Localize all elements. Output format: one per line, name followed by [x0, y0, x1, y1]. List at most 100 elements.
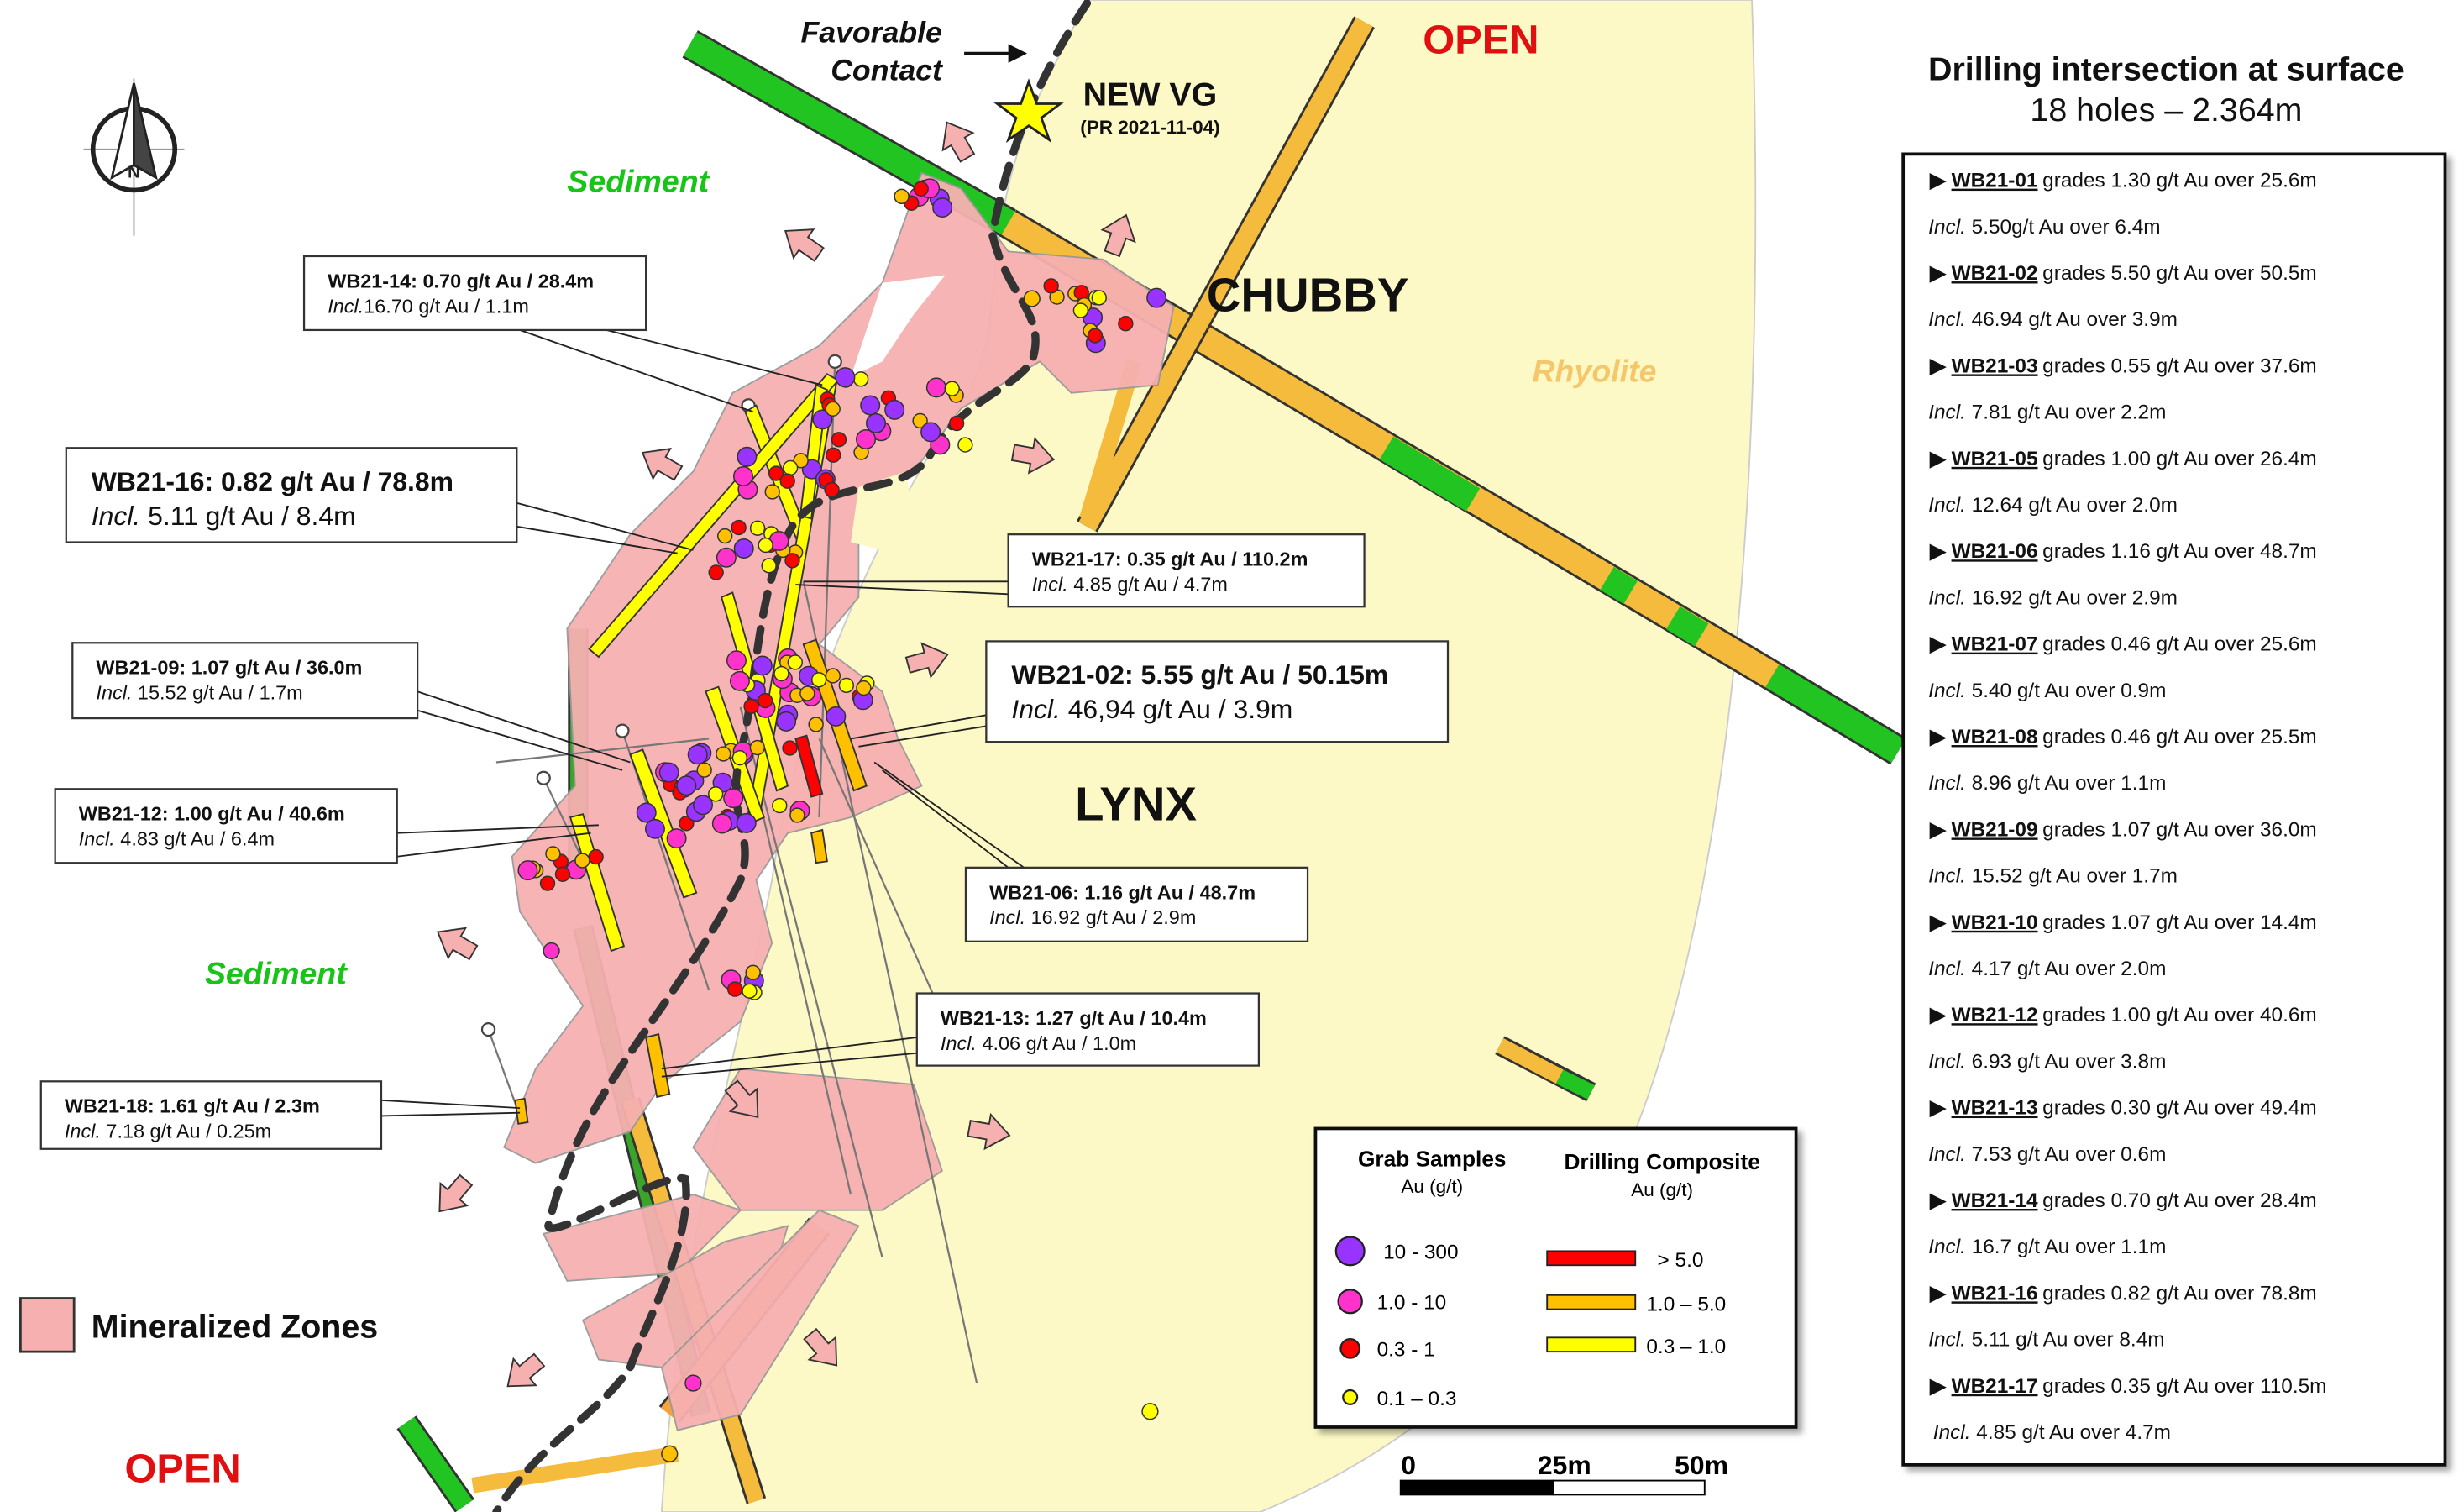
- leader-line: [881, 769, 1009, 869]
- callout-detail-text: 16.92 g/t Au / 2.9m: [1025, 906, 1196, 928]
- bullet-arrow-icon: ▶: [1929, 1004, 1952, 1026]
- grab-sample: [716, 547, 737, 568]
- grab-sample: [644, 818, 665, 839]
- grab-sample: [545, 846, 561, 862]
- grab-sample: [749, 520, 766, 536]
- grab-sample: [758, 537, 773, 554]
- grab-sample: [812, 409, 833, 430]
- grab-sample: [684, 1374, 702, 1392]
- incl-text: 4.17 g/t Au over 2.0m: [1966, 958, 2166, 980]
- callout-box: [915, 992, 1261, 1067]
- callout-detail: Incl. 4.83 g/t Au / 6.4m: [79, 828, 275, 850]
- callout-title: WB21-06: 1.16 g/t Au / 48.7m: [989, 881, 1256, 903]
- callout-title: WB21-16: 0.82 g/t Au / 78.8m: [92, 466, 453, 496]
- hole-id: WB21-06: [1952, 540, 2038, 563]
- grab-sample: [810, 672, 827, 688]
- grab-sample: [726, 981, 743, 997]
- hole-id: WB21-03: [1952, 354, 2038, 377]
- summary-subtitle: 18 holes – 2.364m: [2030, 92, 2302, 129]
- grab-sample: [723, 788, 744, 809]
- callout-title: WB21-02: 5.55 g/t Au / 50.15m: [1011, 659, 1388, 690]
- grab-sample: [932, 197, 953, 218]
- callout-detail-text: 16.70 g/t Au / 1.1m: [364, 295, 529, 317]
- grab-sample: [772, 797, 788, 814]
- drill-legend-swatch: [1546, 1294, 1637, 1310]
- grab-sample: [676, 775, 697, 796]
- incl-text: 6.93 g/t Au over 3.8m: [1966, 1050, 2166, 1073]
- callout-incl: Incl.: [328, 295, 364, 317]
- grab-sample: [574, 853, 590, 869]
- grab-sample: [852, 371, 869, 387]
- grab-sample: [782, 459, 799, 476]
- legend: Grab Samples Au (g/t) Drilling Composite…: [1313, 1126, 1798, 1429]
- hole-grade: grades 0.55 g/t Au over 37.6m: [2042, 354, 2317, 377]
- hole-grade: grades 0.35 g/t Au over 110.5m: [2042, 1375, 2326, 1398]
- grab-sample: [733, 538, 754, 559]
- callout-detail: Incl. 46,94 g/t Au / 3.9m: [1011, 694, 1292, 724]
- incl-label: Incl.: [1928, 402, 1966, 424]
- grab-sample: [764, 484, 780, 500]
- scale-tick-50: 50m: [1675, 1450, 1728, 1480]
- grab-sample: [913, 181, 929, 197]
- bullet-arrow-icon: ▶: [1929, 1189, 1952, 1212]
- callout-incl: Incl.: [92, 501, 140, 531]
- incl-text: 12.64 g/t Au over 2.0m: [1966, 494, 2178, 517]
- hole-grade: grades 1.00 g/t Au over 26.4m: [2042, 448, 2317, 470]
- callout-title: WB21-18: 1.61 g/t Au / 2.3m: [65, 1095, 320, 1117]
- drill-title: Drilling Composite: [1564, 1149, 1759, 1174]
- leader-line: [417, 709, 623, 771]
- incl-text: 15.52 g/t Au over 1.7m: [1966, 865, 2178, 888]
- leader-line: [606, 329, 823, 386]
- callout-detail: Incl. 7.18 g/t Au / 0.25m: [65, 1121, 271, 1142]
- drill-legend-label: > 5.0: [1658, 1249, 1704, 1272]
- callout-box: [964, 866, 1309, 942]
- grab-legend-swatch: [1339, 1338, 1361, 1359]
- grab-sample: [731, 519, 747, 536]
- grab-sample: [696, 762, 712, 778]
- callout-detail-text: 46,94 g/t Au / 3.9m: [1061, 694, 1293, 724]
- grab-sample: [742, 983, 758, 999]
- north-arrow-icon: N: [83, 78, 185, 236]
- grab-sample: [826, 706, 847, 727]
- callout-detail-text: 5.11 g/t Au / 8.4m: [140, 501, 355, 531]
- grab-sample: [776, 711, 797, 732]
- hole-grade: grades 0.70 g/t Au over 28.4m: [2042, 1189, 2317, 1212]
- grab-sample: [736, 812, 757, 833]
- grab-sample: [752, 655, 773, 676]
- summary-incl-wb21-17: Incl. 4.85 g/t Au over 4.7m: [1933, 1421, 2171, 1444]
- grab-sample: [745, 964, 761, 980]
- callout-incl: Incl.: [1032, 574, 1068, 596]
- leader-line: [795, 584, 1009, 596]
- leader-line: [396, 824, 599, 834]
- incl-text: 8.96 g/t Au over 1.1m: [1966, 772, 2166, 795]
- hole-id: WB21-01: [1952, 170, 2038, 192]
- incl-label: Incl.: [1928, 494, 1966, 517]
- grab-sample: [716, 746, 731, 762]
- favorable-arrow-icon: [1008, 44, 1028, 63]
- drill-legend-swatch: [1546, 1336, 1637, 1353]
- incl-label: Incl.: [1928, 958, 1966, 980]
- grab-sample: [856, 429, 877, 449]
- callout-title: WB21-14: 0.70 g/t Au / 28.4m: [328, 270, 594, 291]
- grab-sample: [711, 813, 732, 834]
- hole-grade: grades 0.46 g/t Au over 25.5m: [2042, 726, 2317, 748]
- grab-sample: [716, 528, 733, 544]
- grab-samples: [517, 178, 1167, 1462]
- scale-tick-25: 25m: [1538, 1450, 1591, 1480]
- bullet-arrow-icon: ▶: [1929, 170, 1952, 192]
- grab-sample: [1146, 287, 1167, 308]
- open-label-top: OPEN: [1423, 18, 1539, 63]
- grab-sample: [539, 875, 556, 891]
- bullet-arrow-icon: ▶: [1929, 354, 1952, 377]
- hole-grade: grades 1.16 g/t Au over 48.7m: [2042, 540, 2317, 563]
